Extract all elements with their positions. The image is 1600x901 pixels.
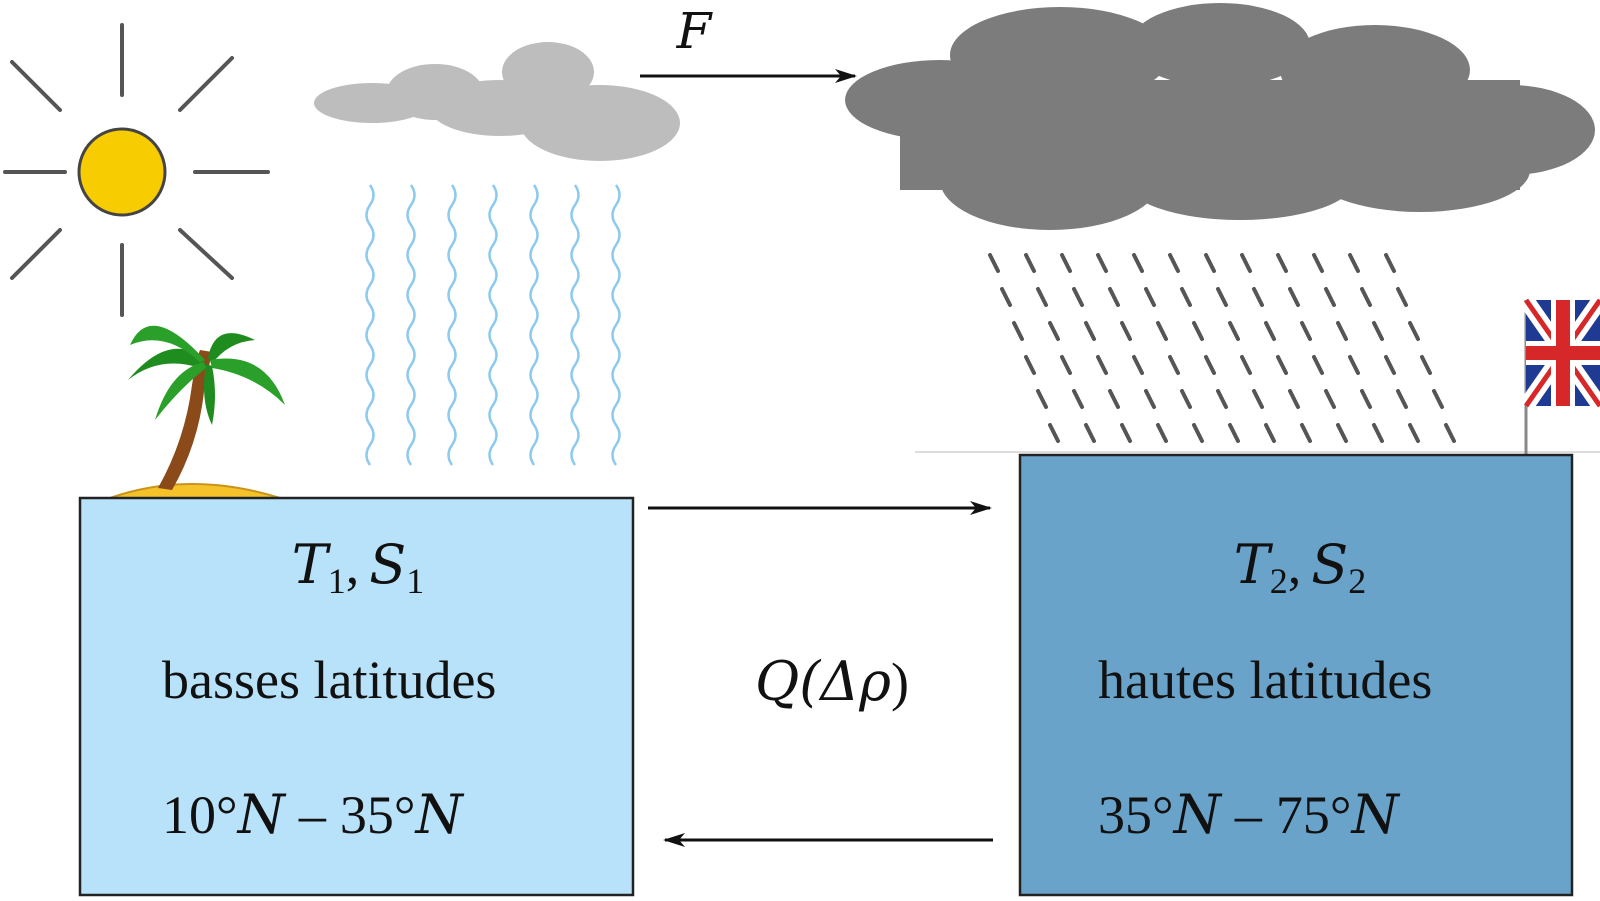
rain-streak bbox=[1300, 321, 1312, 341]
rain-streak bbox=[1144, 389, 1156, 409]
exchange-flux-label: Q(Δρ) bbox=[755, 650, 909, 713]
rain-streak bbox=[1276, 253, 1288, 273]
rain-streak bbox=[1096, 253, 1108, 273]
rain-streak bbox=[1036, 287, 1048, 307]
rain-streak bbox=[1348, 253, 1360, 273]
evaporation-wave bbox=[447, 184, 457, 466]
high-latitude-range: 35°N–75°N bbox=[1098, 783, 1400, 846]
rain-streak bbox=[1060, 253, 1072, 273]
rain-streak bbox=[1408, 423, 1420, 443]
storm-cloud-icon bbox=[845, 3, 1595, 230]
rain-streak bbox=[1360, 389, 1372, 409]
rain-streak bbox=[1336, 321, 1348, 341]
rain-streak bbox=[1012, 321, 1024, 341]
rain-streak bbox=[1264, 321, 1276, 341]
high-latitude-box-fill bbox=[1018, 453, 1574, 897]
low-latitude-name: basses latitudes bbox=[162, 650, 496, 710]
low-latitude-state: T1,S1 bbox=[292, 533, 425, 601]
rain-streak bbox=[1288, 287, 1300, 307]
rain-streak bbox=[1024, 253, 1036, 273]
evaporation-wave bbox=[365, 184, 375, 466]
high-latitude-name: hautes latitudes bbox=[1098, 650, 1432, 710]
rain-streak bbox=[1336, 423, 1348, 443]
rain-streak bbox=[1312, 355, 1324, 375]
rain-streak bbox=[1132, 253, 1144, 273]
rain-streak bbox=[1192, 321, 1204, 341]
rain-streak bbox=[1312, 253, 1324, 273]
sun-icon bbox=[3, 23, 270, 317]
rain-streak bbox=[1048, 321, 1060, 341]
rain-streak bbox=[1180, 389, 1192, 409]
low-latitude-box: T1,S1 basses latitudes 10°N–35°N bbox=[78, 496, 635, 897]
rain-streak bbox=[1156, 321, 1168, 341]
rain-streak bbox=[1168, 355, 1180, 375]
rain-streak bbox=[1120, 321, 1132, 341]
rain-streak bbox=[1264, 423, 1276, 443]
rain-streak bbox=[988, 253, 1000, 273]
rain-icon bbox=[988, 253, 1456, 443]
rain-streak bbox=[1108, 287, 1120, 307]
rain-streak bbox=[1432, 389, 1444, 409]
rain-streak bbox=[1024, 355, 1036, 375]
rain-streak bbox=[1288, 389, 1300, 409]
rain-streak bbox=[1036, 389, 1048, 409]
rain-streak bbox=[1252, 287, 1264, 307]
rain-streak bbox=[1096, 355, 1108, 375]
flux-label: F bbox=[676, 2, 714, 60]
rain-streak bbox=[1228, 321, 1240, 341]
rain-streak bbox=[1060, 355, 1072, 375]
palm-tree-icon bbox=[109, 325, 285, 499]
rain-streak bbox=[1120, 423, 1132, 443]
rain-streak bbox=[1216, 389, 1228, 409]
rain-streak bbox=[1204, 355, 1216, 375]
light-cloud-icon bbox=[314, 42, 680, 161]
rain-streak bbox=[1228, 423, 1240, 443]
high-latitude-state: T2,S2 bbox=[1234, 533, 1367, 601]
evaporation-wave bbox=[570, 184, 580, 466]
rain-streak bbox=[1180, 287, 1192, 307]
low-latitude-range: 10°N–35°N bbox=[162, 783, 464, 846]
rain-streak bbox=[1396, 389, 1408, 409]
rain-streak bbox=[1000, 287, 1012, 307]
evaporation-wave bbox=[406, 184, 416, 466]
rain-streak bbox=[1072, 389, 1084, 409]
rain-streak bbox=[1192, 423, 1204, 443]
rain-streak bbox=[1048, 423, 1060, 443]
rain-streak bbox=[1408, 321, 1420, 341]
rain-streak bbox=[1084, 423, 1096, 443]
evaporation-waves-icon bbox=[365, 184, 621, 466]
rain-streak bbox=[1324, 389, 1336, 409]
rain-streak bbox=[1108, 389, 1120, 409]
rain-streak bbox=[1144, 287, 1156, 307]
rain-streak bbox=[1348, 355, 1360, 375]
rain-streak bbox=[1204, 253, 1216, 273]
rain-streak bbox=[1216, 287, 1228, 307]
uk-flag-icon bbox=[1519, 295, 1600, 455]
rain-streak bbox=[1444, 423, 1456, 443]
rain-streak bbox=[1360, 287, 1372, 307]
rain-streak bbox=[1252, 389, 1264, 409]
rain-streak bbox=[1324, 287, 1336, 307]
rain-streak bbox=[1396, 287, 1408, 307]
evaporation-wave bbox=[529, 184, 539, 466]
rain-streak bbox=[1372, 321, 1384, 341]
rain-streak bbox=[1240, 355, 1252, 375]
rain-streak bbox=[1168, 253, 1180, 273]
rain-streak bbox=[1372, 423, 1384, 443]
evaporation-wave bbox=[611, 184, 621, 466]
low-latitude-box-fill bbox=[78, 496, 635, 897]
evaporation-wave bbox=[488, 184, 498, 466]
rain-streak bbox=[1300, 423, 1312, 443]
rain-streak bbox=[1072, 287, 1084, 307]
rain-streak bbox=[1156, 423, 1168, 443]
rain-streak bbox=[1420, 355, 1432, 375]
rain-streak bbox=[1084, 321, 1096, 341]
high-latitude-box: T2,S2 hautes latitudes 35°N–75°N bbox=[1018, 453, 1574, 897]
rain-streak bbox=[1384, 355, 1396, 375]
rain-streak bbox=[1384, 253, 1396, 273]
rain-streak bbox=[1276, 355, 1288, 375]
rain-streak bbox=[1132, 355, 1144, 375]
rain-streak bbox=[1240, 253, 1252, 273]
